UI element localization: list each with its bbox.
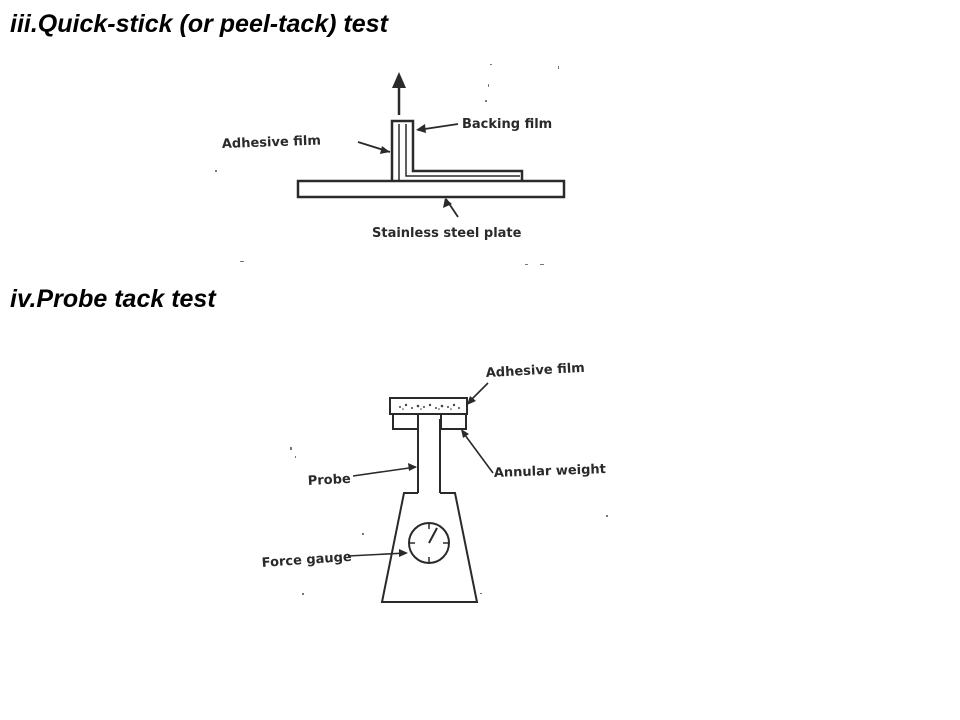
label-adhesive-film: Adhesive film	[222, 134, 322, 152]
scan-specks	[215, 64, 559, 265]
adhesive-film-shape	[398, 124, 520, 181]
backing-film-pointer-head-icon	[416, 124, 426, 133]
section-heading-probe-tack: iv.Probe tack test	[10, 285, 216, 313]
force-gauge-pointer	[347, 552, 407, 557]
quick-stick-test-diagram: Adhesive film Backing film Stainless ste…	[215, 64, 566, 265]
arrow-head-icon	[392, 72, 406, 88]
adhesive-film-plate-shape	[389, 397, 468, 415]
label-backing-film: Backing film	[462, 117, 552, 132]
label-adhesive-film: Adhesive film	[485, 361, 585, 381]
label-probe: Probe	[307, 472, 351, 489]
section-heading-quick-stick: iii.Quick-stick (or peel-tack) test	[10, 10, 388, 38]
steel-plate-pointer-head-icon	[443, 198, 452, 208]
adhesive-texture	[399, 403, 460, 410]
scan-specks	[290, 447, 608, 595]
label-stainless-steel-plate: Stainless steel plate	[372, 226, 522, 241]
probe-pointer	[352, 466, 417, 477]
backing-film-shape	[390, 119, 524, 181]
label-force-gauge: Force gauge	[261, 550, 352, 571]
annular-weight-pointer	[461, 430, 494, 474]
label-annular-weight: Annular weight	[494, 462, 607, 481]
adhesive-film-pointer-head-icon	[380, 146, 390, 154]
dial-needle	[428, 527, 438, 544]
force-gauge-housing-shape	[380, 492, 479, 603]
annular-weight-right-shape	[440, 413, 467, 430]
annular-weight-left-shape	[392, 413, 419, 430]
probe-tack-test-diagram: Adhesive film Annular weight Probe Force…	[261, 361, 608, 603]
stainless-steel-plate-shape	[296, 179, 566, 199]
probe-shaft-shape	[417, 419, 441, 493]
